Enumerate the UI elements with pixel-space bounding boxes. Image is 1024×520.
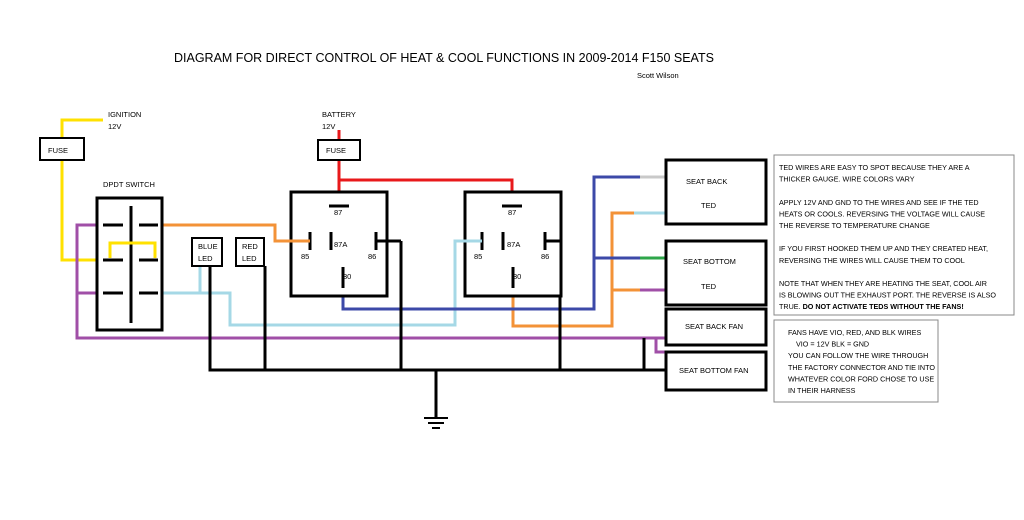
relay-1: 87 85 87A 86 30 (275, 190, 401, 298)
seat-back-fan-label: SEAT BACK FAN (685, 322, 743, 331)
note-line: THE REVERSE TO TEMPERATURE CHANGE (779, 221, 930, 230)
ground-symbol (424, 417, 448, 429)
ignition-label: IGNITION (108, 110, 141, 119)
navy-wire (341, 175, 640, 311)
switch-contacts (103, 206, 158, 323)
note-line: TRUE. DO NOT ACTIVATE TEDS WITHOUT THE F… (779, 302, 964, 311)
seat-back-label: SEAT BACK (686, 177, 727, 186)
red-led-line2: LED (242, 254, 257, 263)
note-line: YOU CAN FOLLOW THE WIRE THROUGH (788, 351, 928, 360)
note-line: FANS HAVE VIO, RED, AND BLK WIRES (788, 328, 921, 337)
red-led-line1: RED (242, 242, 258, 251)
svg-text:30: 30 (343, 272, 351, 281)
blue-led (191, 237, 223, 267)
switch-label: DPDT SWITCH (103, 180, 155, 189)
relay-2: 87 85 87A 86 30 (455, 190, 563, 298)
note-line: IN THEIR HARNESS (788, 386, 856, 395)
battery-label: BATTERY (322, 110, 356, 119)
seat-back-fan (664, 307, 768, 347)
seat-bottom-label: SEAT BOTTOM (683, 257, 736, 266)
note-line: VIO = 12V BLK = GND (796, 340, 869, 349)
blue-led-line1: BLUE (198, 242, 218, 251)
svg-text:87: 87 (334, 208, 342, 217)
ignition-fuse-label: FUSE (48, 146, 68, 155)
seat-bottom-fan-label: SEAT BOTTOM FAN (679, 366, 749, 375)
fan-note-box (773, 319, 939, 403)
ted-note-box (773, 154, 1015, 316)
note-line: THICKER GAUGE. WIRE COLORS VARY (779, 175, 915, 184)
note-line: REVERSING THE WIRES WILL CAUSE THEM TO C… (779, 256, 965, 265)
svg-text:87A: 87A (507, 240, 520, 249)
note-line: THE FACTORY CONNECTOR AND TIE INTO (788, 363, 935, 372)
red-led (235, 237, 265, 267)
note-line: IF YOU FIRST HOOKED THEM UP AND THEY CRE… (779, 244, 988, 253)
note-line: TED WIRES ARE EASY TO SPOT BECAUSE THEY … (779, 163, 970, 172)
battery-fuse (317, 139, 361, 161)
note-line: HEATS OR COOLS. REVERSING THE VOLTAGE WI… (779, 209, 985, 218)
note-line: NOTE THAT WHEN THEY ARE HEATING THE SEAT… (779, 279, 987, 288)
switch-jumper (108, 241, 157, 258)
seat-bottom-ted (664, 239, 768, 307)
seat-bottom-ted-label: TED (701, 282, 717, 291)
author: Scott Wilson (637, 71, 679, 80)
seat-back-ted-label: TED (701, 201, 717, 210)
svg-text:86: 86 (541, 252, 549, 261)
svg-text:87: 87 (508, 208, 516, 217)
note-line: APPLY 12V AND GND TO THE WIRES AND SEE I… (779, 198, 979, 207)
ignition-fuse (39, 137, 85, 161)
svg-text:85: 85 (474, 252, 482, 261)
svg-text:85: 85 (301, 252, 309, 261)
svg-text:30: 30 (513, 272, 521, 281)
battery-fuse-label: FUSE (326, 146, 346, 155)
fan-note: FANS HAVE VIO, RED, AND BLK WIRES VIO = 1… (788, 328, 935, 395)
note-line: IS BLOWING OUT THE EXHAUST PORT. THE REV… (779, 291, 996, 300)
seat-back-ted (664, 158, 768, 226)
purple-wire (75, 223, 666, 354)
ignition-voltage: 12V (108, 122, 121, 131)
svg-text:87A: 87A (334, 240, 347, 249)
ted-note: TED WIRES ARE EASY TO SPOT BECAUSE THEY … (779, 163, 996, 311)
battery-voltage: 12V (322, 122, 335, 131)
ground-wire (208, 241, 666, 418)
svg-text:86: 86 (368, 252, 376, 261)
diagram-title: DIAGRAM FOR DIRECT CONTROL OF HEAT & COO… (174, 51, 714, 65)
note-line: WHATEVER COLOR FORD CHOSE TO USE (788, 374, 934, 383)
seat-bottom-fan (664, 350, 768, 392)
blue-led-line2: LED (198, 254, 213, 263)
